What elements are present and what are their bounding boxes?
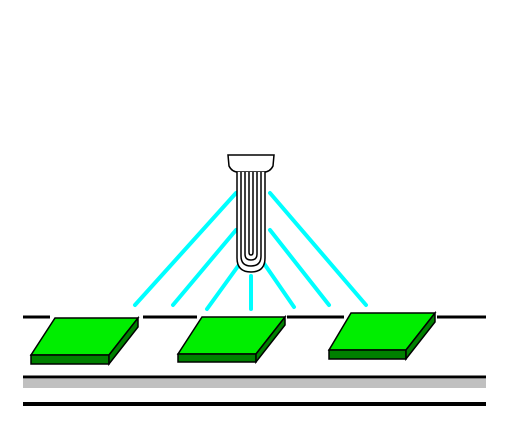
ray-left-2 — [171, 228, 238, 307]
lamp-cap — [227, 154, 275, 173]
conveyor-belt — [23, 375, 486, 406]
lamp-tube-inner-1 — [240, 172, 262, 267]
ray-left-3 — [205, 260, 243, 311]
ray-right-2 — [268, 228, 331, 307]
belt-surface — [23, 379, 486, 388]
board-1-top — [29, 317, 140, 356]
uv-lamp-icon — [227, 154, 275, 273]
lamp-tube-inner-3 — [248, 172, 254, 256]
lamp-tube-inner-2 — [244, 172, 258, 261]
circuit-board-3 — [327, 310, 437, 362]
board-2-front — [177, 353, 257, 363]
spray-rays — [133, 191, 368, 311]
lamp-tube-outer — [236, 172, 266, 273]
board-3-top — [327, 312, 437, 351]
ray-left-1 — [133, 191, 238, 307]
circuit-board-1 — [29, 315, 140, 367]
board-1-front — [30, 354, 110, 365]
board-1-side — [108, 315, 139, 367]
board-3-side — [405, 310, 436, 362]
board-2-top — [176, 316, 287, 355]
board-2-side — [255, 314, 286, 365]
circuit-board-2 — [176, 314, 287, 365]
ray-right-1 — [268, 191, 368, 307]
board-3-front — [328, 349, 407, 360]
ray-right-3 — [261, 260, 296, 309]
